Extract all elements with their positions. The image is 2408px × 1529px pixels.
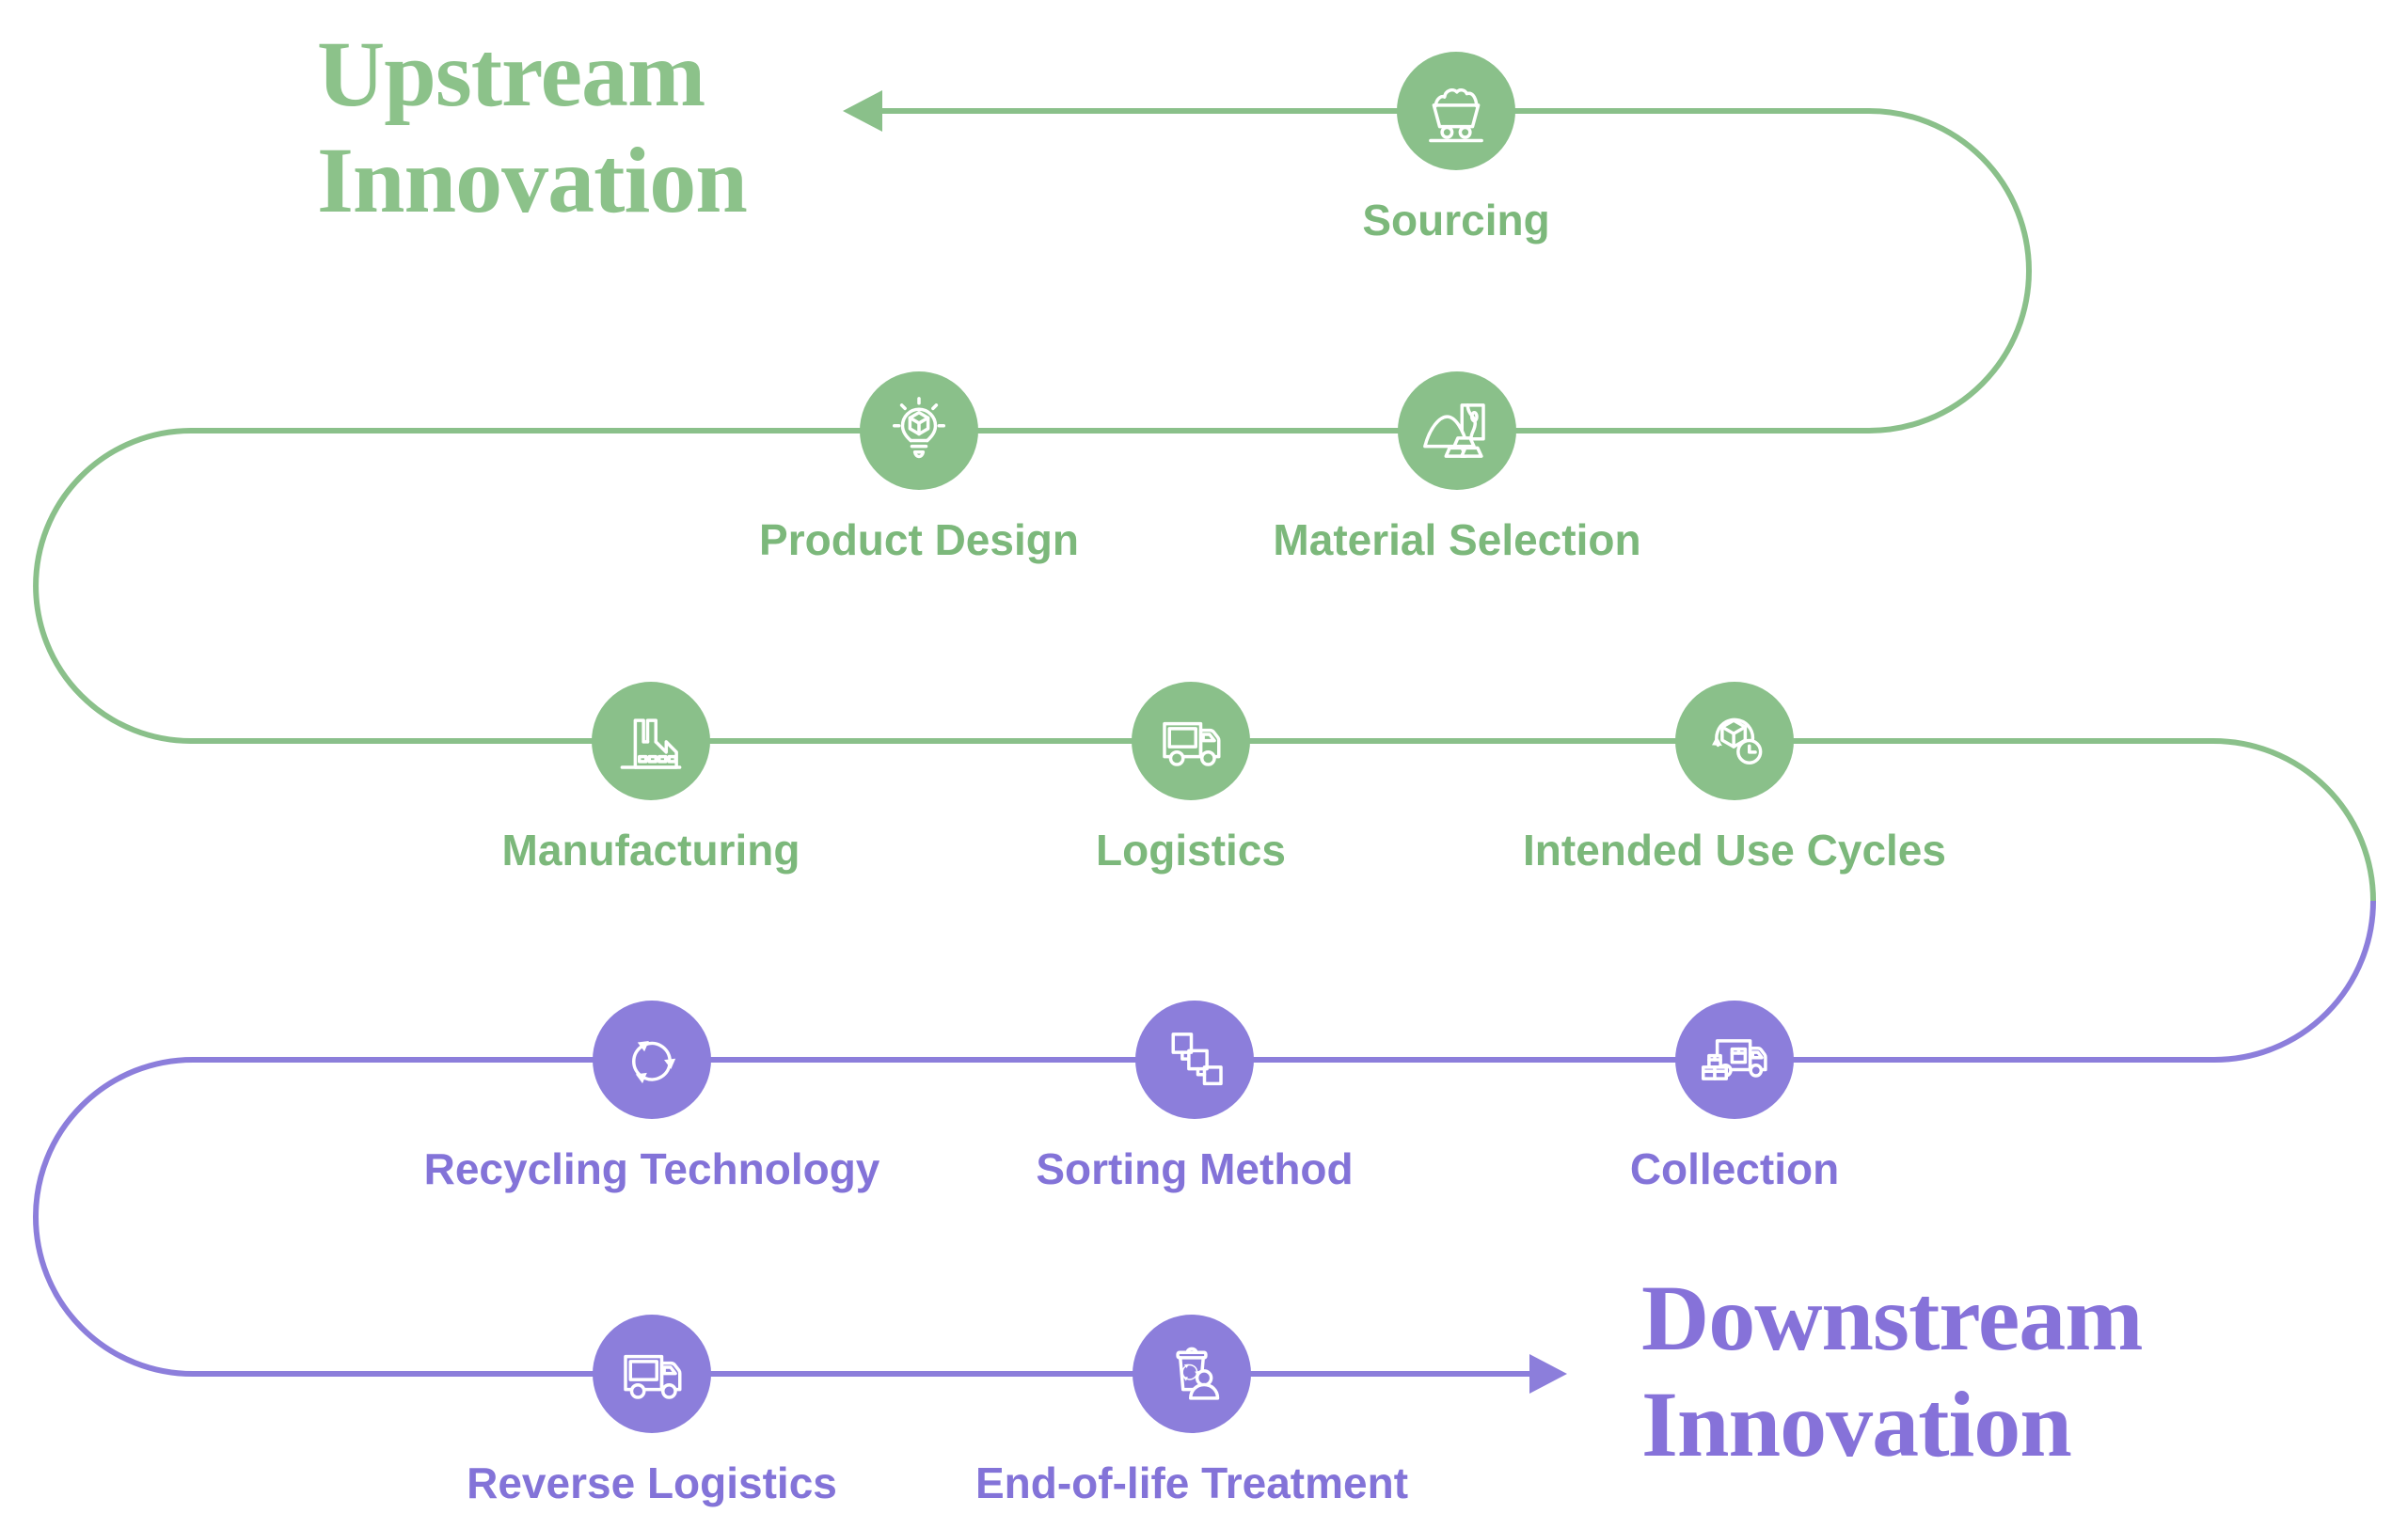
downstream-arrowhead-icon [1529,1354,1567,1394]
upstream-title: Upstream Innovation [317,21,748,233]
node-intended-use-cycles: Intended Use Cycles [1443,682,2026,875]
downstream-title-line1: Downstream [1641,1266,2144,1370]
node-circle [1135,1001,1254,1119]
truck-icon [624,1354,682,1399]
node-circle [592,682,710,800]
node-label: Reverse Logistics [467,1458,837,1507]
downstream-title: Downstream Innovation [1641,1265,2144,1477]
node-circle [593,1315,711,1433]
truck-icon [1163,721,1221,766]
upstream-flow-line [33,108,2376,902]
node-label: Material Selection [1273,515,1641,564]
node-product-design: Product Design [627,371,1211,565]
bin-recycle-person-icon [1176,1347,1220,1400]
node-logistics: Logistics [899,682,1482,875]
node-circle [1675,1001,1794,1119]
node-circle [593,1001,711,1119]
node-label: Collection [1629,1144,1840,1193]
downstream-flow-line [33,900,2376,1377]
node-label: Logistics [1096,826,1286,875]
node-reverse-logistics: Reverse Logistics [360,1315,943,1508]
node-sorting-method: Sorting Method [903,1001,1486,1194]
node-circle [1397,52,1515,170]
node-end-of-life-treatment: End-of-life Treatment [900,1315,1483,1508]
lightbulb-cube-icon [893,397,945,459]
node-label: End-of-life Treatment [974,1458,1409,1507]
node-collection: Collection [1443,1001,2026,1194]
node-circle [860,371,978,490]
node-sourcing: Sourcing [1164,52,1748,245]
cube-cycle-clock-icon [1712,717,1763,765]
sorting-squares-icon [1171,1032,1223,1086]
node-circle [1132,682,1250,800]
node-material-selection: Material Selection [1165,371,1749,565]
node-label: Manufacturing [501,826,800,875]
node-label: Sourcing [1362,196,1550,244]
recycle-arrows-icon [632,1036,681,1090]
raw-materials-icon [1423,403,1485,458]
upstream-title-line2: Innovation [317,128,748,232]
node-label: Sorting Method [1036,1144,1354,1193]
node-label: Intended Use Cycles [1523,826,1946,875]
collection-truck-icon [1702,1039,1767,1080]
node-circle [1133,1315,1251,1433]
mine-cart-icon [1429,87,1483,143]
node-recycling-technology: Recycling Technology [360,1001,943,1194]
node-label: Product Design [759,515,1079,564]
upstream-title-line1: Upstream [317,22,705,126]
factory-icon [620,718,682,769]
node-label: Recycling Technology [423,1144,880,1193]
downstream-title-line2: Innovation [1641,1372,2072,1476]
node-circle [1675,682,1794,800]
upstream-arrowhead-icon [843,90,882,132]
node-circle [1398,371,1516,490]
node-manufacturing: Manufacturing [359,682,943,875]
